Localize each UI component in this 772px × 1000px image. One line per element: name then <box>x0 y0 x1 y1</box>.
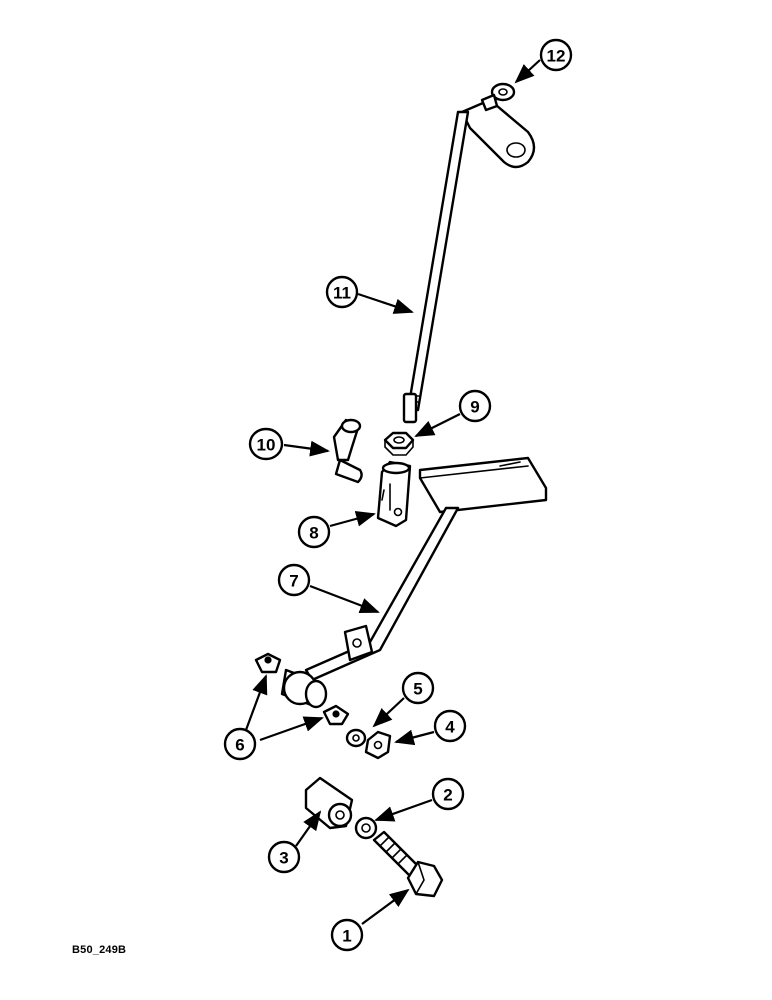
bolt-part <box>372 830 444 898</box>
callout-12: 12 <box>539 38 573 72</box>
clip-washer-part <box>490 82 516 102</box>
callout-4-label: 4 <box>445 718 455 737</box>
callout-8: 8 <box>297 515 331 549</box>
jam-nut-part <box>383 431 415 456</box>
grease-fitting-lower-part <box>322 704 350 726</box>
callout-2-label: 2 <box>443 786 452 805</box>
callout-6: 6 <box>223 727 257 761</box>
callout-3: 3 <box>267 840 301 874</box>
clevis-pin-part <box>332 418 363 484</box>
callout-1: 1 <box>330 918 364 952</box>
callout-10: 10 <box>248 427 284 461</box>
callout-9-label: 9 <box>470 398 479 417</box>
callout-8-label: 8 <box>309 524 318 543</box>
callout-5-label: 5 <box>413 680 422 699</box>
grease-fitting-upper-part <box>254 652 282 674</box>
figure-code: B50_249B <box>72 944 127 956</box>
callout-1-label: 1 <box>342 927 351 946</box>
callout-12-label: 12 <box>547 47 566 66</box>
callout-9: 9 <box>458 389 492 423</box>
callout-7-label: 7 <box>289 572 298 591</box>
clevis-part <box>376 460 412 528</box>
leader-lines <box>244 59 541 925</box>
callout-7: 7 <box>277 563 311 597</box>
callout-2: 2 <box>431 777 465 811</box>
pivot-hub-part <box>280 668 328 709</box>
callout-5: 5 <box>401 671 435 705</box>
lock-nut-part <box>364 730 392 760</box>
callout-11: 11 <box>325 275 359 309</box>
callout-3-label: 3 <box>279 849 288 868</box>
callout-4: 4 <box>433 709 467 743</box>
washer-small-part <box>345 728 367 748</box>
callout-6-label: 6 <box>235 736 244 755</box>
callout-10-label: 10 <box>257 436 276 455</box>
brake-pedal-part <box>304 456 548 682</box>
callout-11-label: 11 <box>333 284 351 303</box>
pedal-rod-part <box>402 93 536 424</box>
washer-large-part <box>354 816 378 840</box>
